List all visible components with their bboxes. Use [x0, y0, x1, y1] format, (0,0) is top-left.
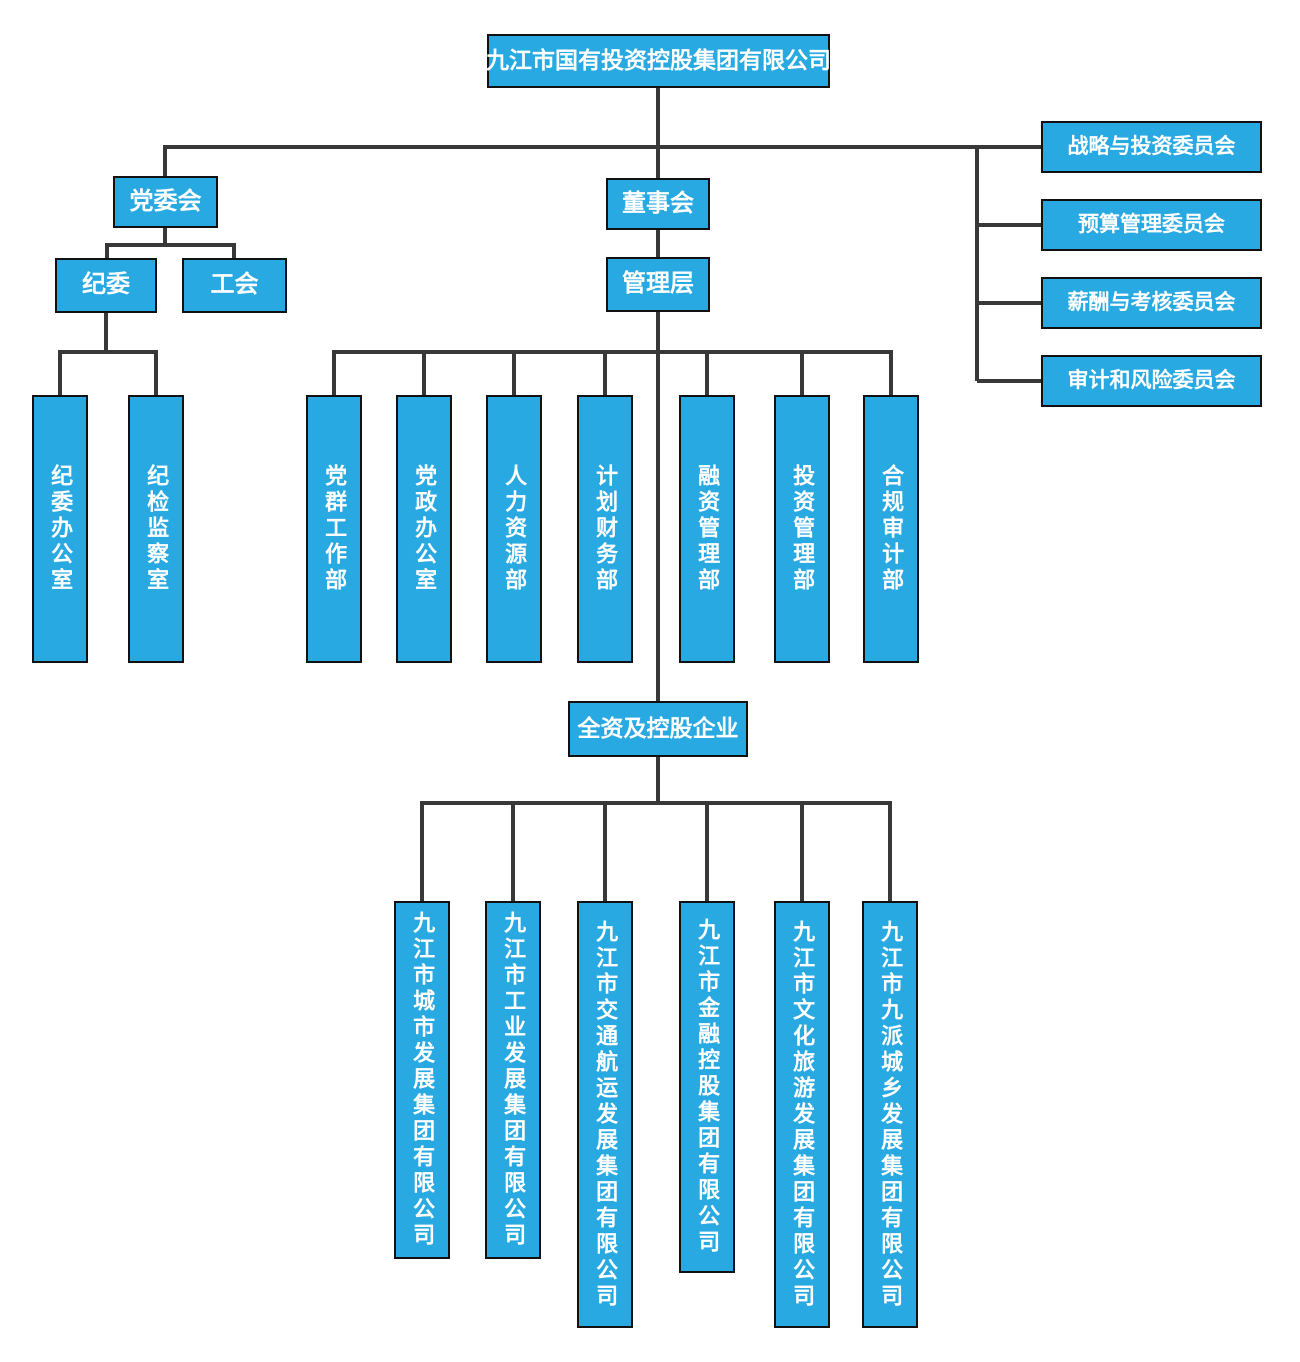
- node-dept-compliance-audit: 合规审计部: [863, 395, 919, 663]
- node-subsidiary-financial-holdings: 九江市金融控股集团有限公司: [679, 901, 735, 1273]
- node-committee-budget-management: 预算管理委员会: [1041, 199, 1262, 251]
- node-management: 管理层: [606, 257, 710, 312]
- node-party-committee: 党委会: [113, 176, 218, 228]
- node-dept-party-gov-office: 党政办公室: [396, 395, 452, 663]
- node-discipline-committee: 纪委: [55, 258, 157, 313]
- node-committee-compensation-assessment: 薪酬与考核委员会: [1041, 277, 1262, 329]
- node-committee-audit-risk: 审计和风险委员会: [1041, 355, 1262, 407]
- node-root-company: 九江市国有投资控股集团有限公司: [486, 34, 831, 88]
- connector-committee-stubs: [977, 223, 1041, 383]
- node-subsidiary-jiupai-urban-rural: 九江市九派城乡发展集团有限公司: [862, 901, 918, 1328]
- node-discipline-office: 纪委办公室: [32, 395, 88, 663]
- connector-party-split: [105, 228, 236, 258]
- node-committee-strategy-investment: 战略与投资委员会: [1041, 121, 1262, 173]
- node-subsidiary-industrial-development: 九江市工业发展集团有限公司: [485, 901, 541, 1259]
- node-board: 董事会: [606, 178, 710, 230]
- connector-subsidiary-stubs: [420, 801, 892, 901]
- node-discipline-inspection-office: 纪检监察室: [128, 395, 184, 663]
- node-subsidiary-urban-development: 九江市城市发展集团有限公司: [394, 901, 450, 1259]
- node-subsidiary-culture-tourism: 九江市文化旅游发展集团有限公司: [774, 901, 830, 1328]
- node-dept-party-mass-work: 党群工作部: [306, 395, 362, 663]
- node-labor-union: 工会: [182, 258, 287, 313]
- node-dept-investment-management: 投资管理部: [774, 395, 830, 663]
- node-dept-planning-finance: 计划财务部: [577, 395, 633, 663]
- node-dept-financing-management: 融资管理部: [679, 395, 735, 663]
- node-subsidiaries-header: 全资及控股企业: [568, 701, 748, 757]
- node-dept-human-resources: 人力资源部: [486, 395, 542, 663]
- connector-department-stubs: [332, 350, 893, 395]
- node-subsidiary-transport-shipping: 九江市交通航运发展集团有限公司: [577, 901, 633, 1328]
- connector-discipline-split: [58, 313, 158, 395]
